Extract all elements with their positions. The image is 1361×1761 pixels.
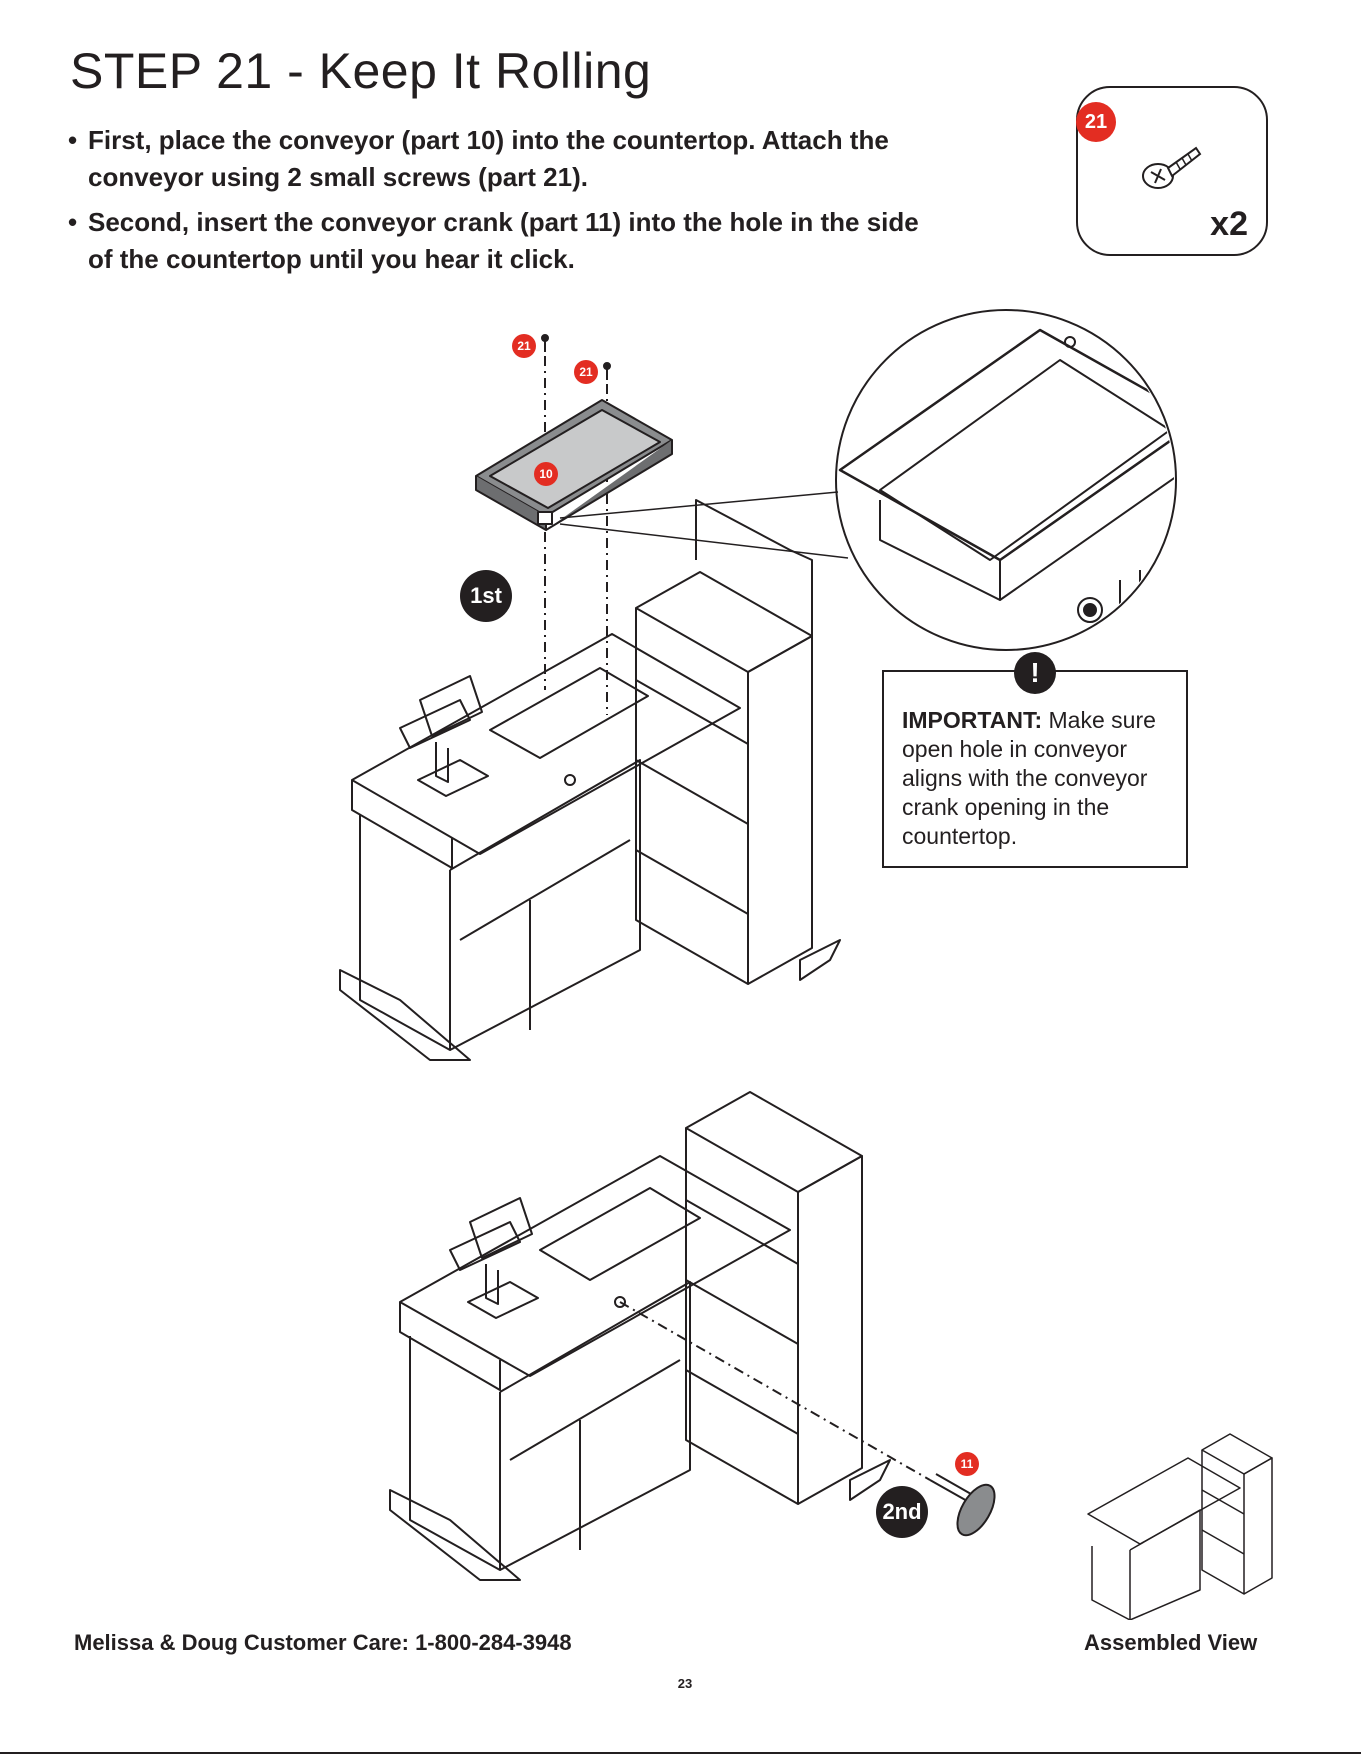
quantity-label: x2: [1210, 205, 1248, 243]
page-title: STEP 21 - Keep It Rolling: [70, 43, 652, 99]
step-1-badge: 1st: [460, 570, 512, 622]
detail-magnifier: [835, 309, 1177, 651]
screw-1-drawing: [541, 334, 549, 352]
instruction-2: • Second, insert the conveyor crank (part…: [68, 204, 948, 278]
warning-icon: !: [1014, 652, 1056, 694]
assembly-diagram: [339, 309, 1273, 1620]
bullet: •: [68, 125, 78, 155]
important-text: Make sure open hole in conveyor aligns w…: [902, 707, 1156, 849]
important-label: IMPORTANT:: [902, 707, 1043, 733]
customer-care: Melissa & Doug Customer Care: 1-800-284-…: [74, 1630, 572, 1655]
screw-part-tag-2: 21: [574, 360, 598, 384]
bottom-rule: [0, 1752, 1361, 1754]
important-note: ! IMPORTANT: Make sure open hole in conv…: [882, 652, 1188, 868]
screw-2-drawing: [603, 362, 611, 380]
countertop-lower-drawing: [389, 1155, 791, 1581]
conveyor-part-tag: 10: [534, 462, 558, 486]
shelf-unit-lower-drawing: [685, 1091, 891, 1505]
conveyor-drawing: [475, 399, 673, 531]
assembled-view-drawing: [1087, 1433, 1273, 1620]
step-2-badge: 2nd: [876, 1486, 928, 1538]
instruction-1-text: First, place the conveyor (part 10) into…: [88, 125, 889, 192]
conveyor-crank-drawing: [929, 1473, 996, 1537]
crank-part-tag: 11: [955, 1452, 979, 1476]
countertop-upper-drawing: [339, 633, 741, 1061]
screw-part-tag-1: 21: [512, 334, 536, 358]
shelf-unit-upper-drawing: [635, 499, 841, 985]
instructions: • First, place the conveyor (part 10) int…: [68, 122, 948, 286]
screw-icon: [1142, 146, 1202, 189]
bullet: •: [68, 207, 78, 237]
assembled-view-caption: Assembled View: [1084, 1630, 1258, 1655]
part-number-badge: 21: [1076, 102, 1116, 142]
instruction-1: • First, place the conveyor (part 10) int…: [68, 122, 948, 196]
page-number: 23: [677, 1676, 693, 1691]
parts-box: 21 x2: [1076, 86, 1268, 256]
instruction-2-text: Second, insert the conveyor crank (part …: [88, 207, 919, 274]
